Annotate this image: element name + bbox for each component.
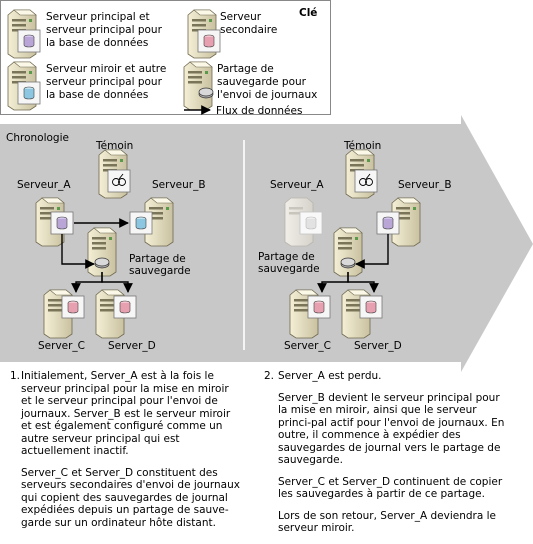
right-backup-share-icon <box>333 227 363 277</box>
note-right-paragraph-3: Server_C et Server_D continuent de copie… <box>278 475 503 501</box>
legend-flow-label: Flux de données <box>216 105 302 117</box>
left-server-c-label: Server_C <box>38 340 85 352</box>
timeline-right-panel: Témoin Serveur_A Serveur_B <box>258 140 452 352</box>
right-server-c-label: Server_C <box>284 340 331 352</box>
legend-title: Clé <box>299 7 317 19</box>
left-logship-arrow <box>61 234 95 269</box>
legend-share-line-1: Partage de <box>217 63 274 75</box>
left-server-d-label: Server_D <box>108 340 156 352</box>
right-witness-label: Témoin <box>343 140 381 152</box>
secondary-server-icon <box>187 9 221 59</box>
left-witness-server-icon <box>98 149 131 199</box>
left-server-c-icon <box>43 289 85 339</box>
legend-secondary-line-1: Serveur <box>220 11 262 23</box>
right-server-d-icon <box>341 289 383 339</box>
right-logship-arrow <box>355 234 389 269</box>
right-share-label-2: sauvegarde <box>258 263 320 275</box>
left-server-b-label: Serveur_B <box>152 179 206 191</box>
backup-share-icon <box>183 61 214 111</box>
left-server-d-icon <box>95 289 137 339</box>
timeline-left-panel: Témoin Serveur_A Serveur_B <box>17 140 206 352</box>
note-right-paragraph-1: Server_A est perdu. <box>278 370 382 382</box>
right-server-d-label: Server_D <box>354 340 402 352</box>
left-server-b-icon <box>129 197 174 247</box>
legend: Clé Serveur principal et serveur princip… <box>0 0 331 117</box>
legend-principal-line-2: serveur principal pour <box>46 24 163 36</box>
right-witness-server-icon <box>345 149 378 199</box>
legend-share-line-3: l'envoi de journaux <box>217 89 317 101</box>
left-witness-label: Témoin <box>95 140 133 152</box>
right-server-a-lost-icon <box>284 197 323 247</box>
timeline-label: Chronologie <box>6 132 69 144</box>
mirror-server-icon <box>7 61 41 111</box>
timeline-arrow-band <box>0 115 533 372</box>
legend-mirror-line-2: serveur principal pour <box>46 76 163 88</box>
right-server-a-label: Serveur_A <box>270 179 324 191</box>
left-server-a-icon <box>35 197 74 247</box>
left-server-a-label: Serveur_A <box>17 179 71 191</box>
note-right-number: 2. <box>264 370 275 382</box>
right-share-label-1: Partage de <box>258 251 315 263</box>
legend-principal-line-3: la base de données <box>46 37 148 49</box>
legend-frame <box>0 0 331 115</box>
left-copy-arrow-d <box>101 272 133 293</box>
right-server-c-icon <box>289 289 331 339</box>
note-right-paragraph-4: Lors de son retour, Server_A deviendra l… <box>278 509 497 535</box>
right-copy-arrow-d <box>347 272 379 293</box>
left-backup-share-icon <box>87 227 117 277</box>
note-right-paragraph-2: Server_B devient le serveur principal po… <box>278 391 505 467</box>
legend-secondary-line-2: secondaire <box>220 24 277 36</box>
note-left-paragraph-2: Server_C et Server_D constituent des ser… <box>21 466 240 529</box>
legend-share-line-2: sauvegarde pour <box>217 76 307 88</box>
note-left-number: 1. <box>10 370 21 382</box>
note-left: 1. Initialement, Server_A est à la fois … <box>10 370 242 538</box>
principal-server-icon <box>7 9 41 59</box>
right-server-b-icon <box>376 197 421 247</box>
right-server-b-label: Serveur_B <box>398 179 452 191</box>
legend-principal-line-1: Serveur principal et <box>46 11 150 23</box>
legend-mirror-line-1: Serveur miroir et autre <box>46 63 166 75</box>
legend-mirror-line-3: la base de données <box>46 89 148 101</box>
left-share-label-2: sauvegarde <box>129 265 191 277</box>
note-left-paragraph-1: Initialement, Server_A est à la fois le … <box>21 370 231 457</box>
left-share-label-1: Partage de <box>129 253 186 265</box>
note-right: 2. Server_A est perdu. Server_B devient … <box>264 370 508 544</box>
